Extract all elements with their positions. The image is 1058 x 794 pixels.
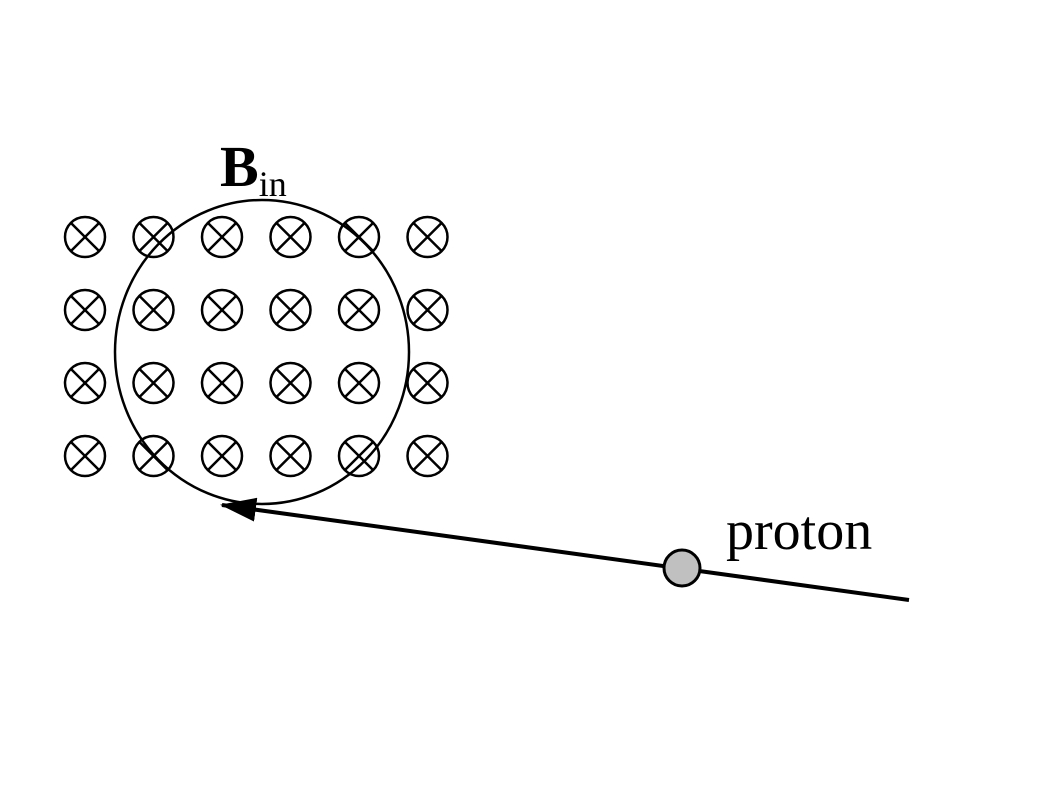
- field-into-page-grid: [63, 215, 449, 478]
- into-page-cross-icon: [132, 288, 175, 332]
- proton-label: proton: [726, 500, 872, 562]
- into-page-cross-icon: [406, 288, 449, 332]
- field-label: Bin: [220, 134, 287, 204]
- field-region-boundary: [113, 198, 411, 506]
- proton-trajectory-arrow: [220, 497, 910, 602]
- into-page-cross-icon: [63, 288, 107, 332]
- into-page-cross-icon: [337, 361, 381, 405]
- into-page-cross-icon: [200, 361, 244, 405]
- field-symbol: B: [220, 134, 259, 199]
- into-page-cross-icon: [337, 288, 381, 332]
- into-page-cross-icon: [63, 361, 107, 405]
- into-page-cross-icon: [200, 215, 244, 259]
- field-subscript: in: [259, 164, 287, 204]
- into-page-cross-icon: [337, 215, 381, 259]
- into-page-cross-icon: [269, 361, 312, 405]
- proton-particle: [662, 548, 702, 588]
- into-page-cross-icon: [132, 434, 175, 478]
- into-page-cross-icon: [63, 215, 107, 259]
- into-page-cross-icon: [406, 361, 449, 405]
- into-page-cross-icon: [406, 215, 449, 259]
- into-page-cross-icon: [132, 215, 175, 259]
- into-page-cross-icon: [269, 434, 312, 478]
- into-page-cross-icon: [269, 288, 312, 332]
- into-page-cross-icon: [63, 434, 107, 478]
- into-page-cross-icon: [132, 361, 175, 405]
- into-page-cross-icon: [200, 288, 244, 332]
- into-page-cross-icon: [269, 215, 312, 259]
- into-page-cross-icon: [337, 434, 381, 478]
- into-page-cross-icon: [200, 434, 244, 478]
- into-page-cross-icon: [406, 434, 449, 478]
